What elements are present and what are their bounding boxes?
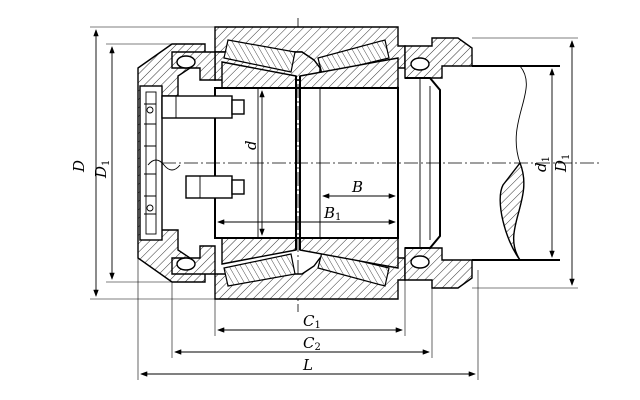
label-C1: C1 — [303, 312, 321, 331]
axle-break-section — [499, 161, 525, 261]
cap-plate — [139, 85, 163, 241]
roller-lower-right — [317, 251, 390, 287]
roller-upper-right — [317, 39, 390, 75]
roller-upper-left — [223, 39, 296, 73]
label-D: D — [70, 160, 88, 173]
cap-bolt-upper — [161, 95, 245, 119]
right-seal-upper — [404, 37, 473, 79]
label-B1: B1 — [323, 204, 341, 223]
roller-lower-left — [223, 253, 296, 287]
label-C2: C2 — [303, 334, 321, 353]
axle-bore — [214, 87, 399, 239]
label-L: L — [302, 356, 313, 374]
label-d1: d1 — [532, 156, 552, 172]
label-D1: D1 — [92, 160, 112, 179]
label-B: B — [351, 178, 363, 196]
label-D1-right: D1 — [552, 154, 572, 173]
label-d: d — [242, 140, 260, 150]
right-seal-lower — [404, 247, 473, 289]
cap-bolt-lower — [185, 175, 245, 199]
